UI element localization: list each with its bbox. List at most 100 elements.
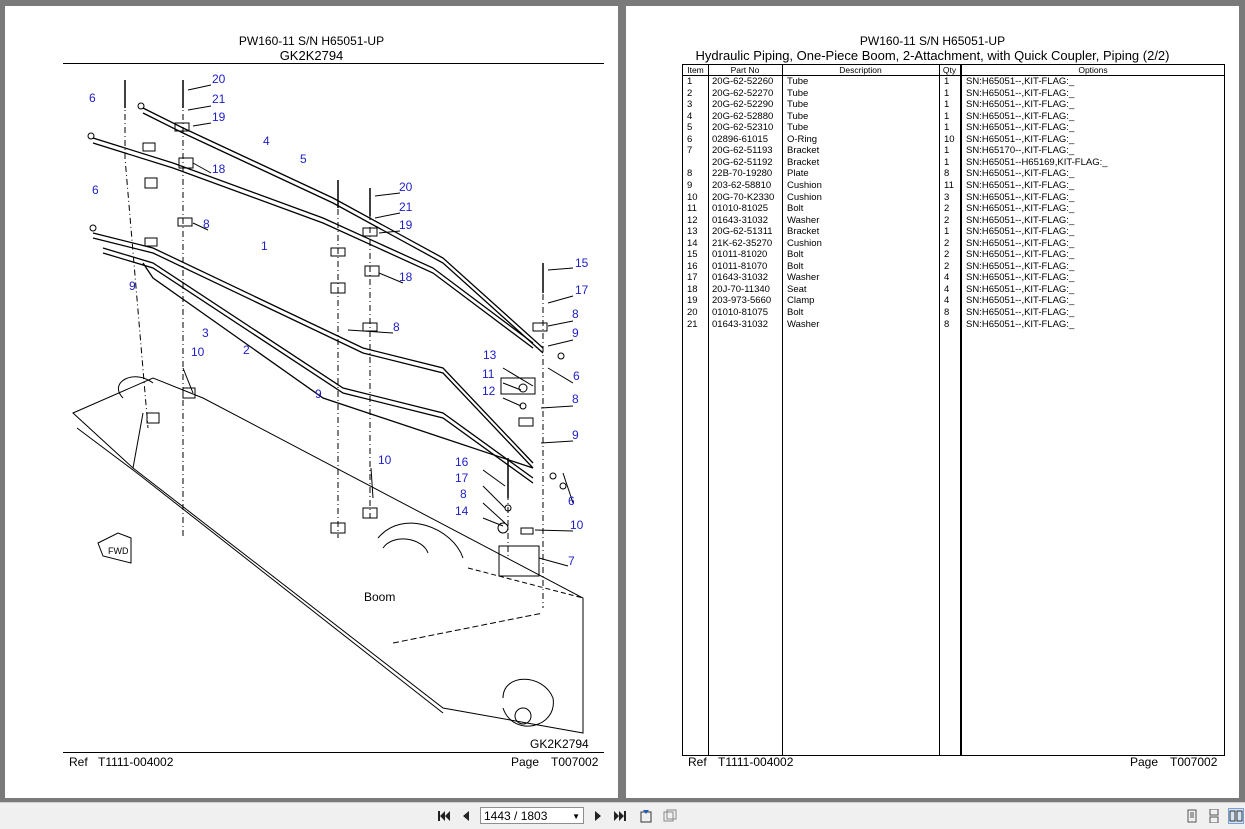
cell-part-no: 20G-62-52260 — [712, 76, 774, 87]
cell-part-no: 22B-70-19280 — [712, 168, 773, 180]
callout-9: 9 — [572, 326, 579, 340]
two-page-view-icon[interactable] — [1228, 808, 1244, 824]
cell-item: 16 — [687, 260, 698, 272]
cell-options: SN:H65051--,KIT-FLAG:_ — [966, 110, 1075, 122]
cell-item: 19 — [687, 295, 698, 307]
cell-options: SN:H65170--,KIT-FLAG:_ — [966, 145, 1075, 157]
cell-part-no: 20G-62-52880 — [712, 110, 774, 122]
drawing-number: GK2K2794 — [530, 737, 589, 751]
callout-8: 8 — [572, 392, 579, 406]
cell-part-no: 01010-81075 — [712, 307, 768, 318]
cell-description: Cushion — [787, 191, 822, 203]
cell-part-no: 01643-31032 — [712, 272, 768, 284]
callout-17: 17 — [575, 283, 589, 297]
cell-description: Cushion — [787, 237, 822, 249]
callout-8: 8 — [460, 487, 467, 501]
cell-description: O-Ring — [787, 133, 818, 145]
cell-part-no: 203-973-5660 — [712, 295, 772, 307]
cell-description: Tube — [787, 122, 809, 134]
viewer-toolbar: 1443 / 1803 ▼ — [0, 802, 1245, 829]
cell-qty: 8 — [944, 307, 950, 318]
cell-description: Clamp — [787, 295, 815, 307]
callout-8: 8 — [572, 307, 579, 321]
cell-qty: 8 — [944, 318, 950, 330]
callout-21: 21 — [212, 92, 226, 106]
cell-qty: 1 — [944, 76, 950, 87]
cell-item: 18 — [687, 283, 698, 295]
col-header-qty: Qty — [942, 65, 957, 75]
cell-qty: 4 — [944, 295, 950, 307]
callout-17: 17 — [455, 471, 469, 485]
cell-item: 7 — [687, 145, 693, 157]
cell-part-no: 01010-81025 — [712, 203, 768, 215]
cell-part-no: 21K-62-35270 — [712, 237, 773, 249]
cell-item: 6 — [687, 133, 693, 145]
page-number-field[interactable]: 1443 / 1803 ▼ — [480, 807, 584, 824]
cell-item: 12 — [687, 214, 698, 226]
footer-page-label: Page — [511, 755, 540, 769]
cell-part-no: 01643-31032 — [712, 214, 768, 226]
fit-page-icon[interactable] — [639, 809, 653, 823]
callout-6: 6 — [568, 494, 575, 508]
exploded-parts-diagram: FWD — [72, 80, 584, 734]
cell-description: Bracket — [787, 156, 820, 168]
cell-part-no: 20G-62-51193 — [712, 145, 773, 157]
boom-label: Boom — [364, 590, 396, 604]
col-divider — [683, 65, 962, 755]
cell-part-no: 20G-62-52290 — [712, 99, 774, 111]
callout-9: 9 — [129, 279, 136, 293]
previous-page-icon[interactable] — [459, 809, 473, 823]
col-header-options: Options — [1078, 65, 1108, 75]
diagram-page: PW160-11 S/N H65051-UP GK2K2794 — [5, 6, 618, 798]
cell-item: 5 — [687, 122, 693, 134]
cell-qty: 2 — [944, 214, 950, 226]
footer-page-value: T007002 — [1170, 755, 1218, 769]
cell-qty: 1 — [944, 110, 950, 122]
fit-width-icon[interactable] — [663, 809, 677, 823]
cell-qty: 4 — [944, 272, 950, 284]
cell-qty: 2 — [944, 203, 950, 215]
svg-text:FWD: FWD — [108, 546, 129, 556]
cell-part-no: 20J-70-11340 — [712, 283, 770, 295]
footer-rule — [63, 752, 604, 753]
cell-description: Bolt — [787, 260, 804, 272]
last-page-icon[interactable] — [613, 809, 627, 823]
cell-item: 11 — [687, 203, 697, 215]
cell-qty: 8 — [944, 168, 950, 180]
cell-qty: 1 — [944, 99, 950, 111]
cell-options: SN:H65051--,KIT-FLAG:_ — [966, 214, 1075, 226]
cell-qty: 3 — [944, 191, 950, 203]
cell-item: 9 — [687, 179, 693, 191]
continuous-view-icon[interactable] — [1207, 809, 1221, 823]
single-page-view-icon[interactable] — [1185, 809, 1199, 823]
cell-description: Bolt — [787, 203, 804, 215]
callout-15: 15 — [575, 256, 589, 270]
footer-ref-label: Ref — [688, 755, 707, 769]
callout-16: 16 — [455, 455, 469, 469]
first-page-icon[interactable] — [437, 809, 451, 823]
col-header-item: Item — [687, 65, 704, 75]
callout-6: 6 — [89, 91, 96, 105]
cell-options: SN:H65051--,KIT-FLAG:_ — [966, 179, 1075, 191]
cell-description: Washer — [787, 214, 820, 226]
cell-options: SN:H65051--H65169,KIT-FLAG:_ — [966, 156, 1108, 168]
callout-18: 18 — [212, 162, 226, 176]
callout-20: 20 — [399, 180, 413, 194]
callout-10: 10 — [191, 345, 205, 359]
cell-options: SN:H65051--,KIT-FLAG:_ — [966, 237, 1075, 249]
cell-options: SN:H65051--,KIT-FLAG:_ — [966, 133, 1075, 145]
page-number-value: 1443 / 1803 — [484, 809, 548, 823]
next-page-icon[interactable] — [591, 809, 605, 823]
callout-10: 10 — [378, 453, 392, 467]
col-divider — [683, 65, 940, 755]
cell-options: SN:H65051--,KIT-FLAG:_ — [966, 318, 1075, 330]
